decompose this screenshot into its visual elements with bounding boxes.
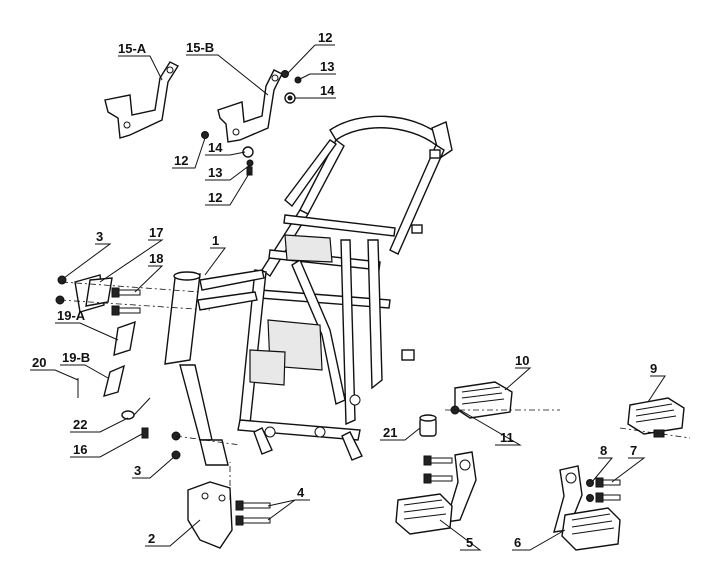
skid-plate-2 [187,481,233,549]
callout-9: 9 [650,361,657,376]
bracket-15a [104,61,180,139]
footpeg-bracket-6 [553,465,621,551]
callout-11: 11 [500,430,514,445]
bolts-18 [111,287,141,316]
callout-13-top: 13 [320,59,334,74]
callout-7: 7 [630,443,637,458]
bumper-21 [419,414,437,437]
bracket-15b [217,69,283,143]
callout-5: 5 [466,535,473,550]
callout-21: 21 [383,425,397,440]
callout-3-bottom: 3 [134,463,141,478]
shim-19b [103,364,125,398]
callout-14-mid: 14 [208,140,223,155]
bolts-4 [235,500,271,526]
callout-15-a: 15-A [118,41,147,56]
leader-lines [30,44,666,551]
callout-20: 20 [32,355,46,370]
callout-12-bottom: 12 [208,190,222,205]
footpeg-10 [450,381,513,419]
callout-19-a: 19-A [57,308,86,323]
callout-2: 2 [148,531,155,546]
callout-17: 17 [149,225,163,240]
clip-22 [121,397,151,420]
callout-16: 16 [73,442,87,457]
callout-22: 22 [73,417,87,432]
callout-12-top: 12 [318,30,332,45]
footpeg-bracket-5 [395,451,477,535]
mount-plates-17 [55,274,113,313]
callout-10: 10 [515,353,529,368]
shim-19a [113,320,136,357]
callout-19-b: 19-B [62,350,90,365]
callout-1: 1 [212,233,219,248]
fasteners-upper [201,70,302,176]
main-frame [164,115,453,466]
callout-4: 4 [297,485,305,500]
callout-12-mid: 12 [174,153,188,168]
callout-15-b: 15-B [186,40,214,55]
callout-8: 8 [600,443,607,458]
callout-6: 6 [514,535,521,550]
callout-3-top: 3 [96,229,103,244]
callout-13-mid: 13 [208,165,222,180]
callout-18: 18 [149,251,163,266]
callout-labels: 15-A 15-B 12 13 14 12 14 13 12 3 17 1 18… [32,30,657,550]
callout-14-top: 14 [320,83,335,98]
footpeg-9 [627,397,685,438]
